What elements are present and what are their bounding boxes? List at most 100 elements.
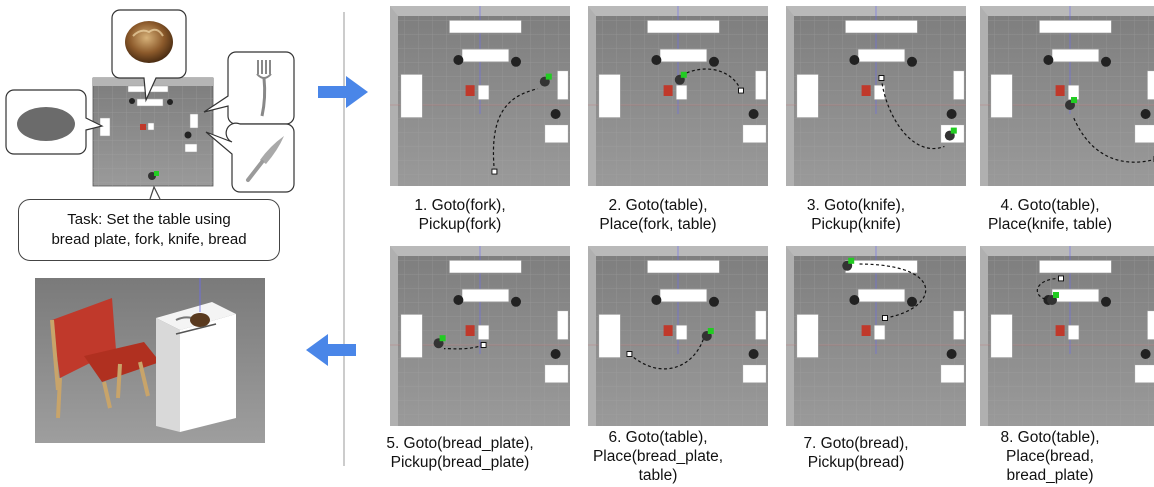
chair-top: [663, 85, 673, 96]
stool: [946, 109, 957, 119]
cabinet: [796, 74, 819, 118]
cabinet: [400, 314, 423, 358]
sofa: [647, 260, 720, 274]
stool: [748, 109, 759, 119]
stool: [946, 349, 957, 359]
sofa: [647, 20, 720, 34]
step-caption-7: 7. Goto(bread), Pickup(bread): [803, 435, 909, 471]
sofa: [845, 20, 918, 34]
robot-marker: [1071, 97, 1077, 103]
step-panels: [390, 6, 1154, 426]
step-caption-6: 6. Goto(table), Place(bread_plate, table…: [592, 429, 724, 484]
chair-top: [861, 85, 871, 96]
side-wall: [786, 246, 794, 426]
stool: [1043, 55, 1054, 65]
shelf: [557, 310, 569, 340]
stool: [651, 295, 662, 305]
stool: [907, 296, 917, 307]
stool: [1140, 109, 1151, 119]
box: [1134, 364, 1154, 384]
fork-icon: [256, 60, 272, 117]
cabinet: [990, 74, 1013, 118]
chair-top: [1055, 325, 1065, 336]
shelf: [755, 70, 767, 100]
stool: [651, 55, 662, 65]
stool: [550, 349, 561, 359]
stool: [1101, 296, 1111, 307]
robot-marker: [707, 328, 714, 334]
robot-path: [443, 342, 487, 350]
step-caption-8: 8. Goto(table), Place(bread, bread_plate…: [1000, 429, 1100, 484]
cabinet: [796, 314, 819, 358]
table: [477, 324, 490, 340]
chair-icon: [50, 298, 160, 419]
final-render: [35, 278, 265, 443]
chair-top: [465, 85, 475, 96]
overview-scene: [92, 77, 214, 187]
box: [742, 124, 767, 144]
stool: [849, 55, 860, 65]
side-wall: [980, 246, 988, 426]
knife-icon: [246, 136, 284, 182]
chair-top: [663, 325, 673, 336]
table: [1067, 324, 1080, 340]
scene-panel: [786, 246, 966, 426]
cabinet: [598, 74, 621, 118]
shelf: [1147, 70, 1154, 100]
robot-path: [1073, 117, 1154, 163]
counter: [461, 48, 510, 63]
scene-panel: [390, 246, 570, 426]
side-wall: [786, 6, 794, 186]
stool: [709, 296, 719, 307]
cabinet: [598, 314, 621, 358]
step-caption-4: 4. Goto(table), Place(knife, table): [987, 197, 1113, 233]
counter: [1051, 48, 1100, 63]
box: [1134, 124, 1154, 144]
table: [675, 84, 688, 100]
table: [873, 324, 886, 340]
step-caption-2: 2. Goto(table), Place(fork, table): [599, 197, 717, 233]
cabinet: [990, 314, 1013, 358]
back-wall: [980, 6, 1154, 16]
stool: [511, 56, 521, 67]
chair-top: [465, 325, 475, 336]
robot-path: [683, 68, 744, 94]
robot-marker: [439, 335, 446, 342]
sofa: [845, 260, 918, 274]
table: [477, 84, 490, 100]
fork-callout: [203, 51, 295, 125]
robot-path: [491, 88, 538, 175]
robot-path: [878, 75, 945, 149]
stool: [453, 295, 464, 305]
task-line-1: Task: Set the table using: [67, 211, 231, 228]
robot-path: [857, 263, 927, 321]
shelf: [557, 70, 569, 100]
bread-callout: [111, 9, 187, 103]
step-caption-5: 5. Goto(bread_plate), Pickup(bread_plate…: [386, 435, 534, 471]
side-wall: [588, 6, 596, 186]
stool: [907, 56, 917, 67]
plate-icon: [17, 107, 75, 141]
scene-panel: [588, 246, 768, 426]
counter: [1051, 288, 1100, 303]
table-render: [156, 302, 236, 432]
shelf: [953, 310, 965, 340]
task-line-2: bread plate, fork, knife, bread: [51, 231, 247, 248]
cabinet: [400, 74, 423, 118]
side-wall: [390, 6, 398, 186]
chair-top: [861, 325, 871, 336]
robot-marker: [1053, 292, 1059, 298]
stool: [849, 295, 860, 305]
scene-panel: [786, 6, 966, 186]
table: [675, 324, 688, 340]
box: [544, 124, 569, 144]
box: [940, 364, 965, 384]
robot-path: [1036, 275, 1064, 301]
chair-top: [1055, 85, 1065, 96]
robot-marker: [950, 127, 957, 134]
scene-panel: [980, 6, 1154, 186]
scene-panel: [980, 246, 1154, 426]
sofa: [449, 260, 522, 274]
plate-callout: [5, 89, 104, 155]
sofa: [1039, 20, 1112, 34]
